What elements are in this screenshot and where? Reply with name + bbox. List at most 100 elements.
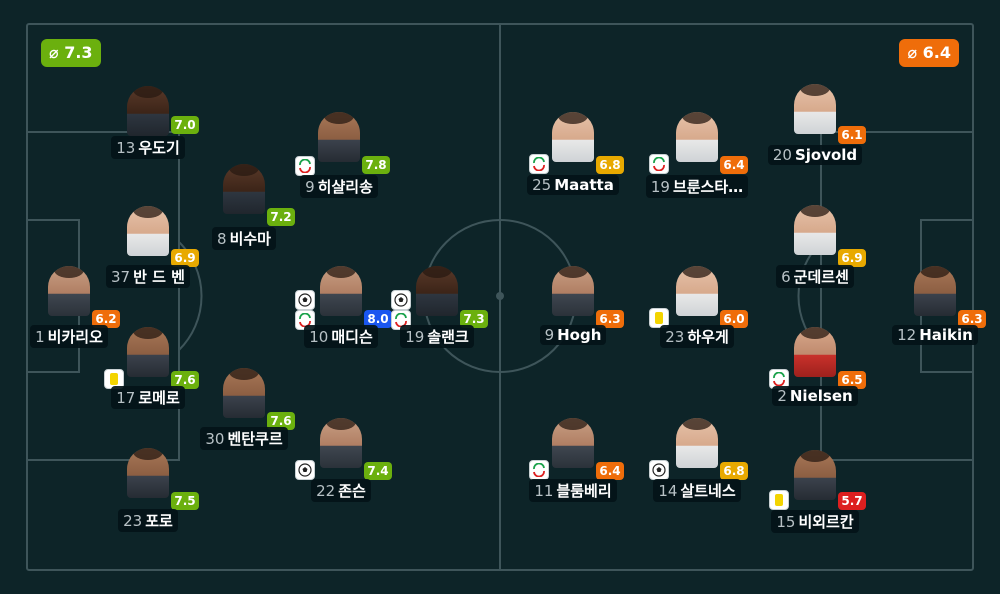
player-rating: 6.2	[92, 310, 120, 328]
player-name: Hogh	[557, 326, 602, 344]
player-number: 23	[123, 512, 143, 530]
player-photo	[676, 266, 718, 316]
player-number: 8	[217, 230, 227, 248]
player-rating: 7.6	[267, 412, 295, 430]
player-name: 비카리오	[47, 328, 103, 346]
player-photo	[676, 112, 718, 162]
player-photo	[223, 368, 265, 418]
substitution-icon	[529, 154, 549, 174]
player-rating: 7.0	[171, 116, 199, 134]
player-rating: 7.2	[267, 208, 295, 226]
goal-ball-icon	[649, 460, 669, 480]
player-name: 비외르칸	[798, 513, 854, 531]
player-photo	[552, 418, 594, 468]
player-rating: 7.6	[171, 371, 199, 389]
player-number: 9	[305, 178, 315, 196]
player-rating: 6.9	[838, 249, 866, 267]
player-photo	[127, 327, 169, 377]
substitution-icon	[295, 156, 315, 176]
player-name: 존슨	[338, 482, 366, 500]
player-name: Maatta	[554, 176, 614, 194]
player-name: 포로	[145, 512, 173, 530]
player-photo	[318, 112, 360, 162]
player-number: 15	[776, 513, 796, 531]
away-average-rating: ⌀ 6.4	[899, 39, 959, 67]
player-photo	[416, 266, 458, 316]
player-photo	[552, 112, 594, 162]
player-name: 로메로	[138, 389, 180, 407]
player-number: 19	[405, 328, 425, 346]
player-rating: 6.3	[596, 310, 624, 328]
player-photo	[223, 164, 265, 214]
yellow-card-icon	[649, 308, 669, 328]
player-name: 블룸베리	[556, 482, 612, 500]
player-number: 9	[544, 326, 555, 344]
player-photo	[127, 448, 169, 498]
player-number: 20	[772, 146, 792, 164]
player-rating: 5.7	[838, 492, 866, 510]
player-rating: 7.5	[171, 492, 199, 510]
player-photo	[127, 206, 169, 256]
player-name: Haikin	[919, 326, 973, 344]
player-number: 14	[658, 482, 678, 500]
player-name: 브룬스타…	[672, 178, 744, 196]
goal-ball-icon	[295, 290, 315, 310]
player-number: 23	[665, 328, 685, 346]
substitution-icon	[529, 460, 549, 480]
player-name: 우도기	[138, 139, 180, 157]
player-photo	[127, 86, 169, 136]
player-rating: 7.8	[362, 156, 390, 174]
player-rating: 7.4	[364, 462, 392, 480]
player-number: 17	[116, 389, 136, 407]
player-photo	[320, 266, 362, 316]
yellow-card-icon	[769, 490, 789, 510]
player-number: 2	[777, 387, 787, 405]
home-average-rating: ⌀ 7.3	[41, 39, 101, 67]
player-number: 37	[111, 268, 131, 286]
player-rating: 6.1	[838, 126, 866, 144]
player-number: 25	[532, 176, 552, 194]
player-rating: 8.0	[364, 310, 392, 328]
player-photo	[794, 84, 836, 134]
goal-ball-icon	[391, 290, 411, 310]
